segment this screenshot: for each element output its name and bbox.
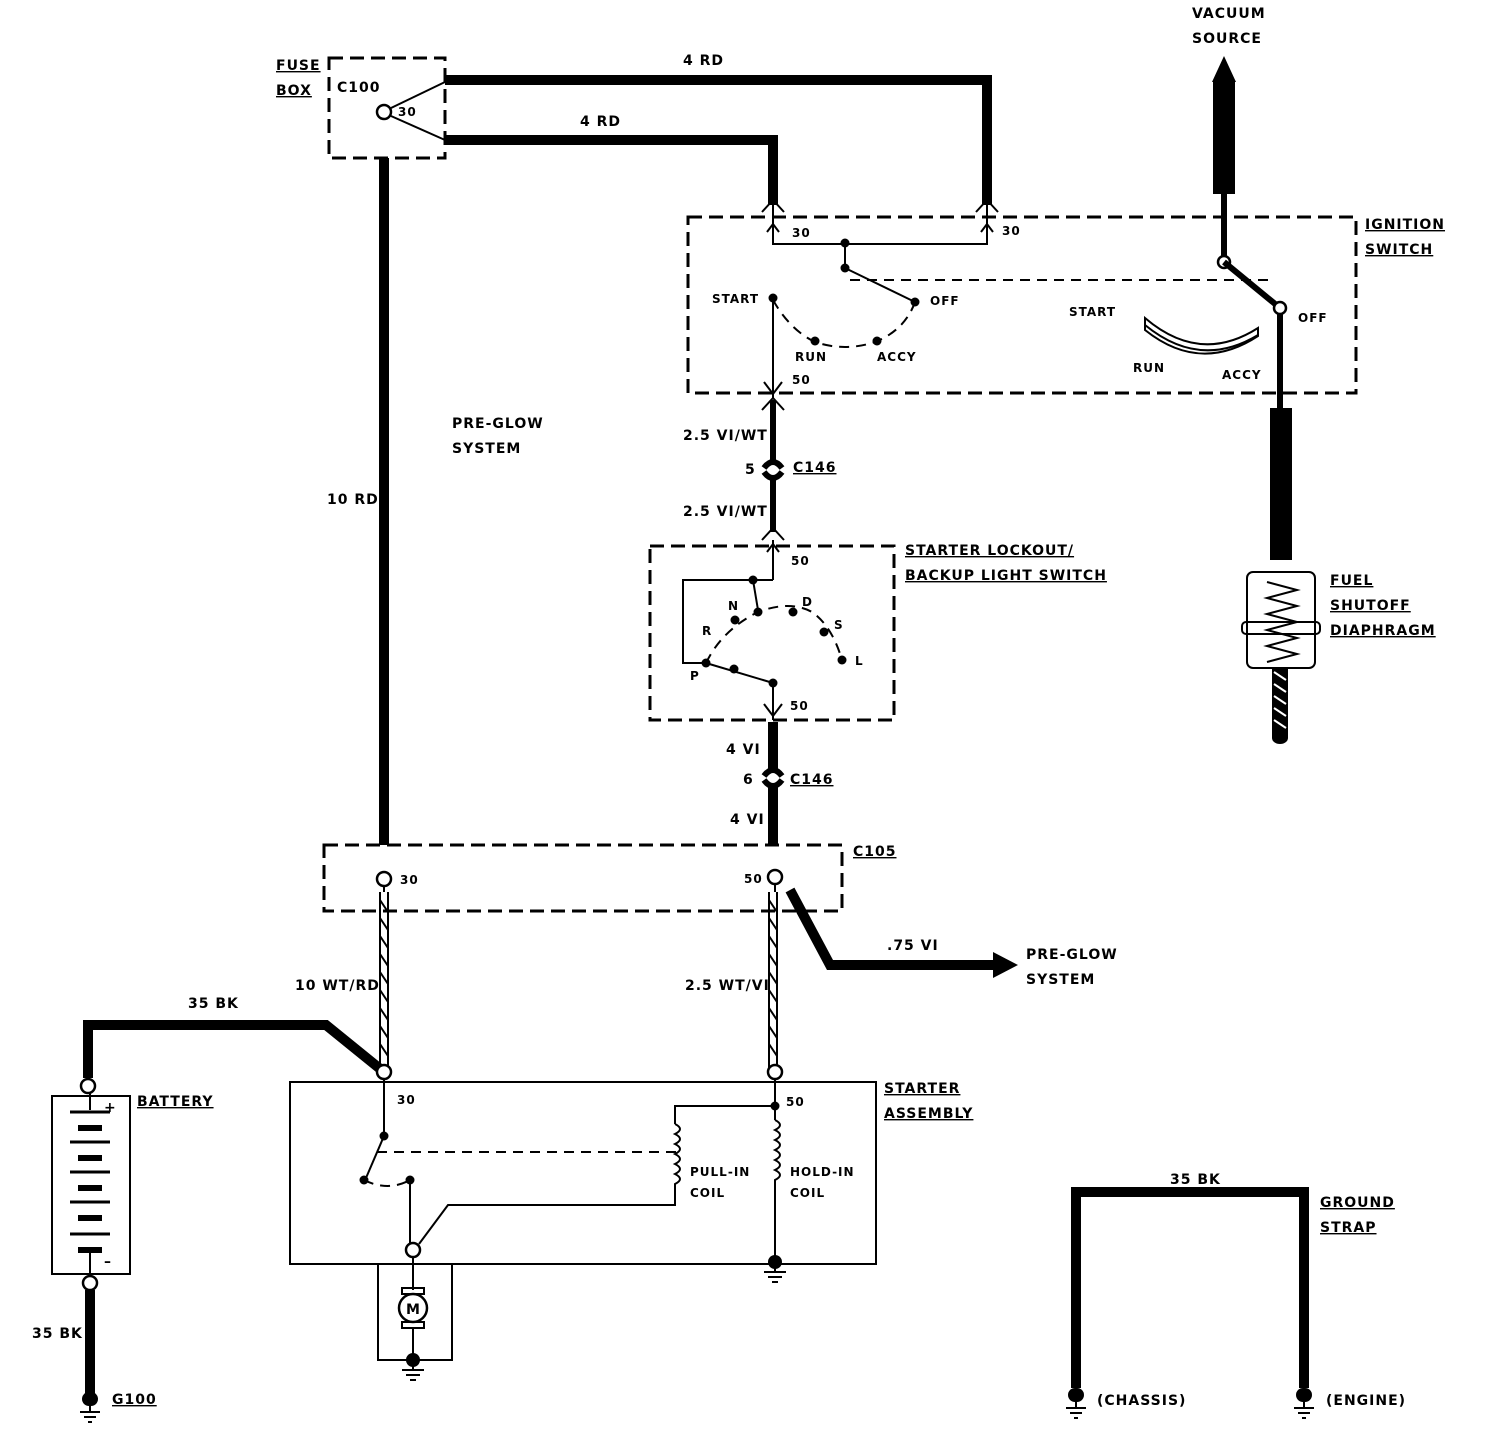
vacuum-source-label-1: VACUUM bbox=[1192, 6, 1266, 22]
g100-label: G100 bbox=[112, 1392, 157, 1408]
lock-pos-p: P bbox=[690, 669, 700, 683]
wire-35bk-gnd-label: 35 BK bbox=[1170, 1172, 1221, 1188]
wire-10wtrd-label: 10 WT/RD bbox=[295, 978, 380, 994]
starter-pin-50: 50 bbox=[786, 1095, 805, 1109]
fuse-pin-30: 30 bbox=[398, 105, 417, 119]
wire-35bk-top bbox=[83, 1020, 388, 1078]
ign-pin-30b: 30 bbox=[1002, 224, 1021, 238]
starter-lockout-box bbox=[648, 544, 896, 722]
engine-ground-icon bbox=[1294, 1388, 1314, 1419]
lock-pin-50b: 50 bbox=[790, 699, 809, 713]
wire-25viwt-a-label: 2.5 VI/WT bbox=[683, 428, 768, 444]
battery-plus: + bbox=[104, 1100, 117, 1116]
starter-assembly-box bbox=[289, 1081, 877, 1265]
wire-35bk-bat-label: 35 BK bbox=[32, 1326, 83, 1342]
motor-icon bbox=[397, 1287, 429, 1329]
c146-label-b: C146 bbox=[790, 772, 834, 788]
fuse-box bbox=[327, 56, 447, 160]
holdin-label-1: HOLD-IN bbox=[790, 1165, 855, 1179]
motor-label: M bbox=[406, 1302, 421, 1318]
lock-pos-n: N bbox=[728, 599, 739, 613]
wire-4vi-a-label: 4 VI bbox=[726, 742, 761, 758]
lock-pos-r: R bbox=[702, 624, 712, 638]
ign-switch-label-2: SWITCH bbox=[1365, 242, 1433, 258]
c105-pin-50: 50 bbox=[744, 872, 763, 886]
c146-pin-5: 5 bbox=[745, 462, 756, 478]
pullin-label-2: COIL bbox=[690, 1186, 725, 1200]
ign-mech-accy: ACCY bbox=[1222, 368, 1262, 382]
pull-in-coil bbox=[672, 1123, 681, 1186]
c105-label: C105 bbox=[853, 844, 897, 860]
holdin-label-2: COIL bbox=[790, 1186, 825, 1200]
starter-label-2: ASSEMBLY bbox=[884, 1106, 973, 1122]
vacuum-arrow-icon bbox=[1212, 56, 1236, 82]
lock-pin-50a: 50 bbox=[791, 554, 810, 568]
preglow-label-1: PRE-GLOW bbox=[452, 416, 544, 432]
ign-mech-start: START bbox=[1069, 305, 1116, 319]
lock-pos-s: S bbox=[834, 618, 844, 632]
wire-4rd-lower bbox=[445, 135, 778, 205]
lockout-label-2: BACKUP LIGHT SWITCH bbox=[905, 568, 1107, 584]
lockout-label-1: STARTER LOCKOUT/ bbox=[905, 543, 1074, 559]
c146-label-a: C146 bbox=[793, 460, 837, 476]
wire-ground-strap bbox=[1071, 1187, 1309, 1388]
preglow-label-2: SYSTEM bbox=[452, 441, 521, 457]
preglow-out-label-2: SYSTEM bbox=[1026, 972, 1095, 988]
lock-pos-d: D bbox=[802, 595, 813, 609]
fuel-label-3: DIAPHRAGM bbox=[1330, 623, 1436, 639]
fuse-box-label-2: BOX bbox=[276, 83, 312, 99]
motor-ground-icon bbox=[402, 1353, 424, 1381]
braid-25wtvi bbox=[768, 892, 778, 1068]
fuse-box-label-1: FUSE bbox=[276, 58, 321, 74]
ign-pin-30a: 30 bbox=[792, 226, 811, 240]
fuel-shutoff-diaphragm bbox=[1241, 571, 1321, 744]
starter-pin-30: 30 bbox=[397, 1093, 416, 1107]
fuel-label-2: SHUTOFF bbox=[1330, 598, 1411, 614]
ign-accy-label: ACCY bbox=[877, 350, 917, 364]
ignition-switch-box bbox=[686, 215, 1358, 395]
ign-off-label: OFF bbox=[930, 294, 960, 308]
wire-10rd-label: 10 RD bbox=[327, 492, 379, 508]
pullin-label-1: PULL-IN bbox=[690, 1165, 750, 1179]
battery bbox=[51, 1077, 131, 1292]
wire-25wtvi-label: 2.5 WT/VI bbox=[685, 978, 770, 994]
battery-minus: – bbox=[104, 1254, 112, 1270]
ign-run-label: RUN bbox=[795, 350, 827, 364]
g100-ground-icon bbox=[80, 1392, 100, 1423]
c146-pin-6: 6 bbox=[743, 772, 754, 788]
braid-10wtrd bbox=[379, 892, 389, 1068]
engine-label: (ENGINE) bbox=[1326, 1393, 1406, 1409]
starter-label-1: STARTER bbox=[884, 1081, 960, 1097]
c105-pin-30: 30 bbox=[400, 873, 419, 887]
ground-strap-label-2: STRAP bbox=[1320, 1220, 1377, 1236]
preglow-arrow-icon bbox=[993, 952, 1018, 978]
ign-switch-label-1: IGNITION bbox=[1365, 217, 1445, 233]
chassis-label: (CHASSIS) bbox=[1097, 1393, 1186, 1409]
wire-75vi bbox=[785, 887, 995, 970]
battery-label: BATTERY bbox=[137, 1094, 214, 1110]
wire-4rd-top bbox=[445, 75, 992, 205]
ign-start-label: START bbox=[712, 292, 759, 306]
wire-35bk-top-label: 35 BK bbox=[188, 996, 239, 1012]
fuel-label-1: FUEL bbox=[1330, 573, 1373, 589]
c100-label: C100 bbox=[337, 80, 381, 96]
vacuum-source-label-2: SOURCE bbox=[1192, 31, 1262, 47]
wire-75vi-label: .75 VI bbox=[887, 938, 939, 954]
lock-pos-l: L bbox=[855, 654, 864, 668]
ign-mech-run: RUN bbox=[1133, 361, 1165, 375]
preglow-out-label-1: PRE-GLOW bbox=[1026, 947, 1118, 963]
ground-strap-label-1: GROUND bbox=[1320, 1195, 1395, 1211]
wire-25viwt-b-label: 2.5 VI/WT bbox=[683, 504, 768, 520]
fuse-terminal-30 bbox=[375, 103, 393, 121]
starter-ground-icon bbox=[764, 1255, 786, 1283]
wire-4rd-top-label: 4 RD bbox=[683, 53, 724, 69]
wire-4rd-lower-label: 4 RD bbox=[580, 114, 621, 130]
ign-mech-off: OFF bbox=[1298, 311, 1328, 325]
ign-pin-50: 50 bbox=[792, 373, 811, 387]
wire-4vi-b-label: 4 VI bbox=[730, 812, 765, 828]
c105-connector bbox=[322, 843, 844, 913]
chassis-ground-icon bbox=[1066, 1388, 1086, 1419]
hold-in-coil bbox=[772, 1119, 781, 1182]
